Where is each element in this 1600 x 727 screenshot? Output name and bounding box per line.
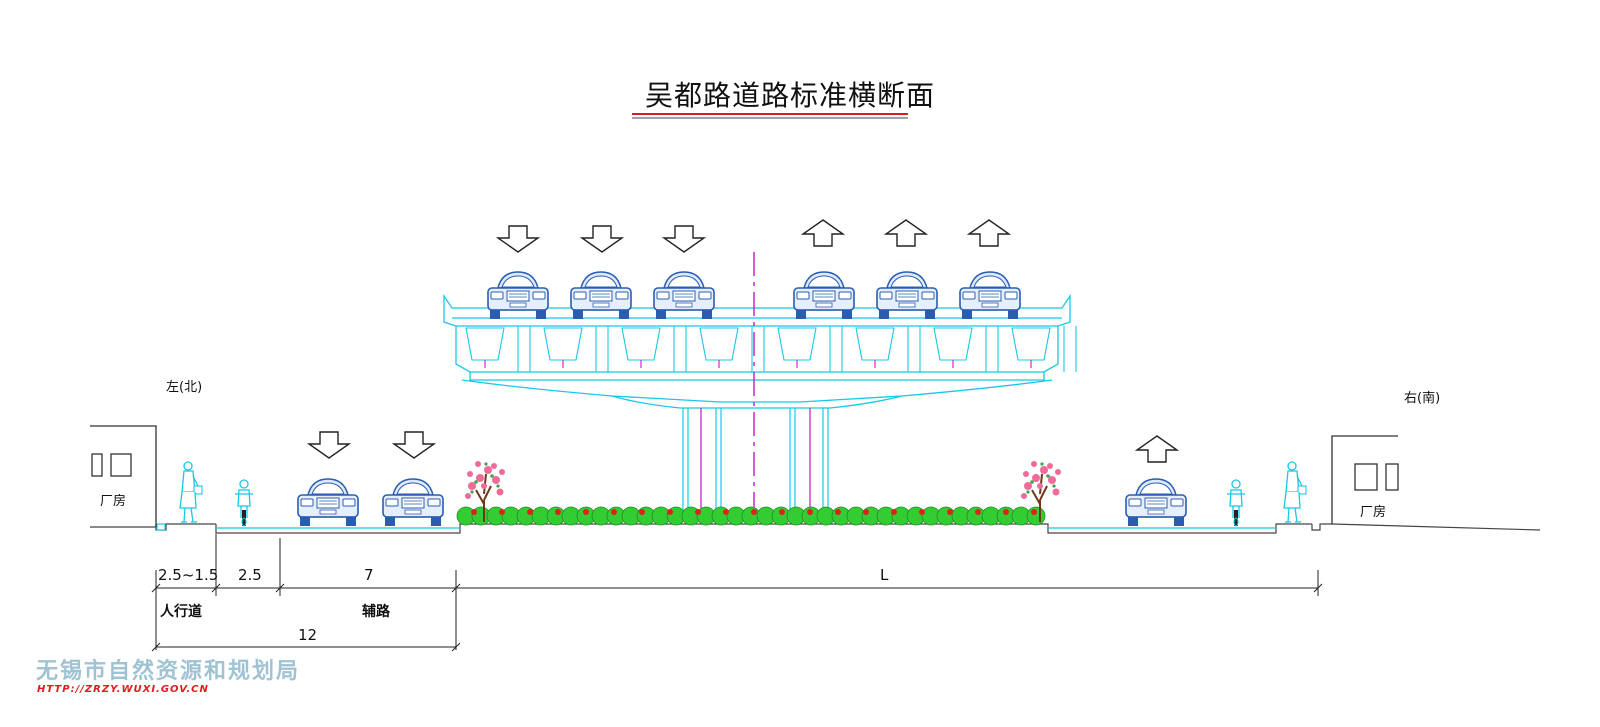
girder-cell [1011,327,1051,361]
watermark-url: HTTP://ZRZY.WUXI.GOV.CN [37,684,209,695]
right-side-label: 右(南) [1404,391,1441,406]
hedge-flower [639,509,645,515]
arrow-up-icon [802,219,844,247]
girder-cell [933,327,973,361]
car-icon [653,271,715,320]
page-title: 吴都路道路标准横断面 [644,79,935,112]
hedge-flower [583,509,589,515]
arrow-down-icon [497,225,539,253]
girder-cell [699,327,739,361]
hedge-flower [975,509,981,515]
dim-bike-lane: 2.5 [238,566,262,584]
car-icon [570,271,632,320]
car-icon [1125,478,1187,527]
median-hedge [456,506,1046,526]
pier-columns [682,408,829,512]
watermark-org: 无锡市自然资源和规划局 [36,658,301,684]
car-icon [959,271,1021,320]
car-icon [876,271,938,320]
hedge-flower [863,509,869,515]
zone-aux-road: 辅路 [362,604,390,620]
building-left [90,425,157,527]
cyclist-icon [234,479,254,527]
cyclist-icon [1226,479,1246,527]
hedge-flower [1031,509,1037,515]
hedge-flower [695,509,701,515]
arrow-down-icon [393,431,435,459]
box-girder-cells [465,326,1077,372]
girder-cell [543,327,583,361]
dim-total-left: 12 [298,626,318,644]
hedge-flower [611,509,617,515]
building-label-left: 厂房 [100,494,127,509]
ground-line [90,523,1541,534]
hedge-flower [667,509,673,515]
dimension-lines [151,534,1323,652]
viaduct-deck [443,293,1071,409]
hedge-flower [471,509,477,515]
hedge-flower [751,509,757,515]
arrow-up-icon [1136,435,1178,463]
pedestrian-icon [179,461,203,523]
car-icon [297,478,359,527]
hedge-flower [779,509,785,515]
building-right [1331,435,1399,524]
girder-cell [855,327,895,361]
car-icon [793,271,855,320]
arrow-down-icon [663,225,705,253]
girder-cell [777,327,817,361]
car-icon [487,271,549,320]
hedge-flower [723,509,729,515]
hedge-flower [1003,509,1009,515]
arrow-down-icon [308,431,350,459]
hedge-flower [891,509,897,515]
car-icon [382,478,444,527]
hedge-flower [947,509,953,515]
building-label-right: 厂房 [1360,505,1387,520]
pedestrian-icon [1283,461,1307,523]
hedge-flower [835,509,841,515]
dim-aux-road: 7 [364,566,374,584]
hedge-flower [555,509,561,515]
dim-main-span: L [880,566,889,584]
girder-cell [621,327,661,361]
traffic-direction-arrows [308,219,1178,463]
zone-sidewalk: 人行道 [160,604,202,620]
arrow-up-icon [968,219,1010,247]
hedge-shrub [1026,506,1046,526]
hedge-flower [919,509,925,515]
hedge-flower [807,509,813,515]
left-side-label: 左(北) [166,380,203,395]
dim-sidewalk: 2.5~1.5 [158,566,219,584]
arrow-down-icon [581,225,623,253]
girder-cell [465,327,505,361]
hedge-flower [527,509,533,515]
arrow-up-icon [885,219,927,247]
hedge-flower [499,509,505,515]
